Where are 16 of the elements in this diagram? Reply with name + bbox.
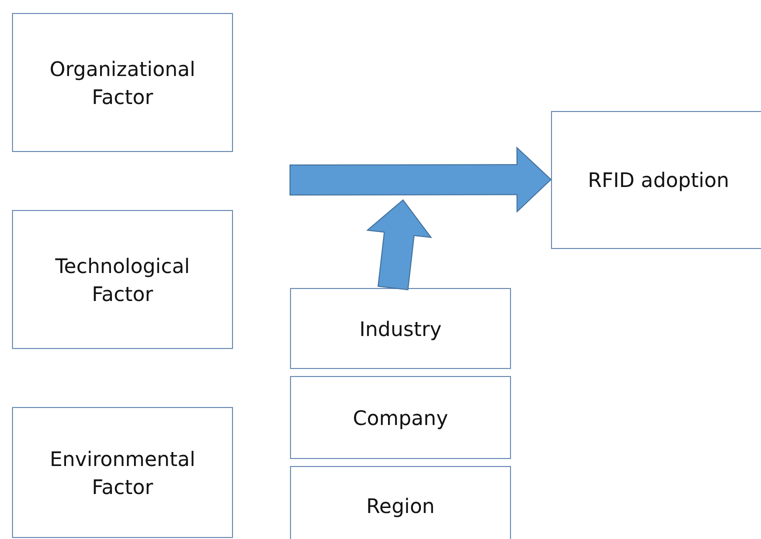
box-label: RFID adoption bbox=[588, 167, 730, 194]
process-box bbox=[12, 13, 233, 152]
box-label: Region bbox=[366, 493, 435, 520]
process-box bbox=[290, 376, 511, 459]
process-box bbox=[290, 288, 511, 369]
box-label: Organizational Factor bbox=[48, 56, 196, 110]
box-label: Technological Factor bbox=[54, 252, 191, 308]
box-label: Industry bbox=[359, 316, 442, 342]
process-box bbox=[290, 466, 511, 539]
process-box bbox=[551, 111, 761, 249]
process-box bbox=[12, 407, 233, 538]
box-label: Environmental Factor bbox=[48, 446, 196, 500]
process-box bbox=[12, 210, 233, 349]
block-arrow bbox=[290, 146, 552, 213]
block-arrow bbox=[366, 199, 432, 290]
box-label: Company bbox=[352, 404, 448, 432]
